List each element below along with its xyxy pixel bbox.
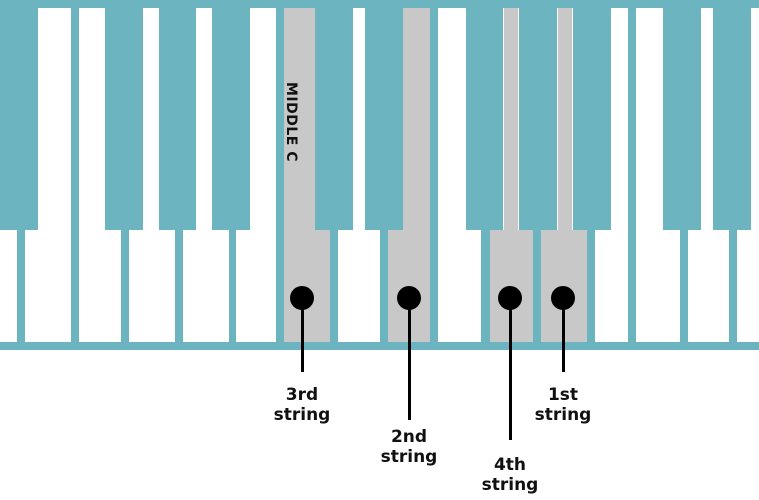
string-3rd-marker-dot [290,286,314,310]
black-key [0,8,38,230]
highlighted-key [284,230,330,342]
string-word: string [273,405,331,425]
string-word: string [481,475,539,495]
string-number: 3rd [285,385,319,405]
black-key [628,8,636,230]
black-key [519,8,557,230]
middle-c-label: MIDDLE C [283,82,299,163]
string-word: string [534,405,592,425]
string-number: 1st [547,385,579,405]
black-key [276,8,284,230]
highlighted-key-top [558,8,572,230]
black-key [713,8,751,230]
highlighted-key-top [284,8,315,230]
black-key [71,8,79,230]
string-2nd-marker-dot [397,286,421,310]
highlighted-key-top [504,8,518,230]
string-1st-leader-line [561,298,565,372]
black-key [573,8,611,230]
highlighted-key-top [403,8,430,230]
string-word: string [380,447,438,467]
black-key [105,8,143,230]
black-key [315,8,353,230]
black-key [430,8,438,230]
string-2nd-leader-line [407,298,411,420]
black-key [212,8,250,230]
black-key [159,8,196,230]
string-number: 4th [493,455,527,475]
black-key [663,8,701,230]
string-number: 2nd [390,427,428,447]
string-3rd-leader-line [300,298,304,372]
black-key [365,8,403,230]
black-key [466,8,503,230]
string-1st-marker-dot [551,286,575,310]
string-4th-leader-line [508,298,512,440]
string-4th-marker-dot [498,286,522,310]
